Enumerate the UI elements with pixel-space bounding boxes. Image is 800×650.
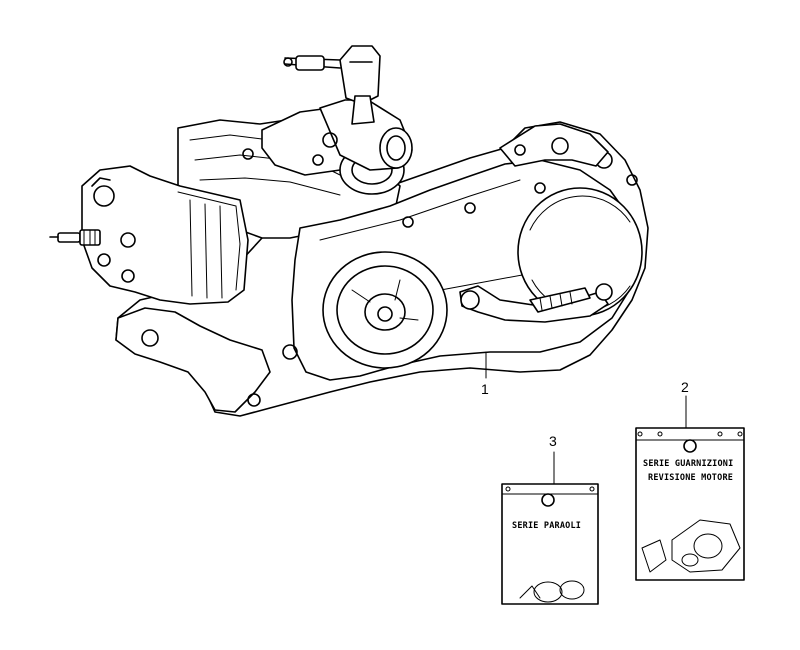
rear-mount-arm (499, 123, 609, 167)
brand-logo-icon (541, 493, 555, 507)
callout-3: 3 (549, 433, 557, 449)
carburetor (261, 45, 413, 195)
spark-plug-icon (49, 229, 101, 246)
gasket-kit-label-line2: REVISIONE MOTORE (648, 473, 733, 483)
brand-logo-icon (683, 439, 697, 453)
callout-2: 2 (681, 379, 689, 395)
head-bolt-icon (93, 185, 115, 207)
seal-kit-label: SERIE PARAOLI (512, 521, 581, 531)
gasket-kit-bag: 2 SERIE GUARNIZIONI REVISIONE MOTORE (635, 379, 745, 581)
front-mount-bracket (115, 307, 271, 413)
callout-1: 1 (481, 381, 489, 397)
seal-kit-bag: 3 SERIE PARAOLI (501, 433, 599, 605)
gasket-kit-label-line1: SERIE GUARNIZIONI (643, 459, 733, 469)
kickstart-lever (459, 283, 613, 323)
engine-assembly (49, 45, 649, 417)
drive-pulley-cover (322, 251, 448, 369)
